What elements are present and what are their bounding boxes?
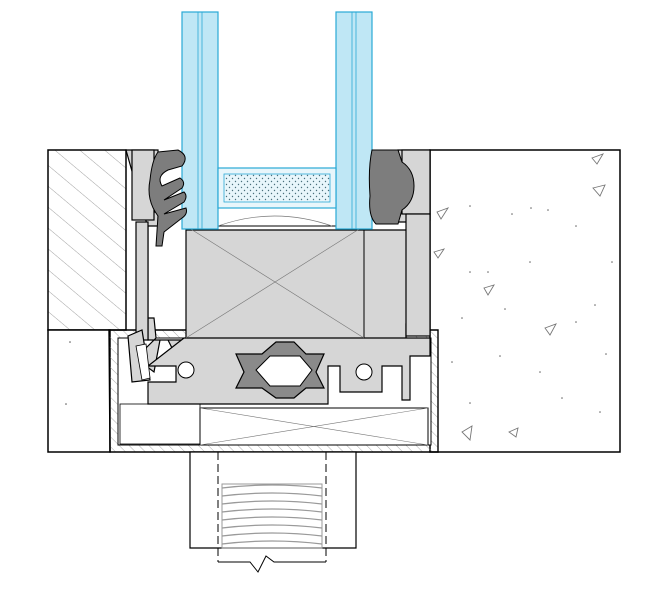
glazing-cavity bbox=[185, 215, 365, 339]
gasket-left bbox=[148, 149, 187, 247]
concrete-wall bbox=[429, 149, 621, 453]
wood-block bbox=[47, 149, 127, 453]
glass-right bbox=[335, 11, 373, 230]
spacer-bar bbox=[217, 167, 337, 209]
gasket-right bbox=[368, 149, 415, 225]
glass-left bbox=[181, 11, 219, 230]
thermal-break bbox=[235, 341, 325, 399]
anchor-bolt bbox=[189, 451, 357, 573]
